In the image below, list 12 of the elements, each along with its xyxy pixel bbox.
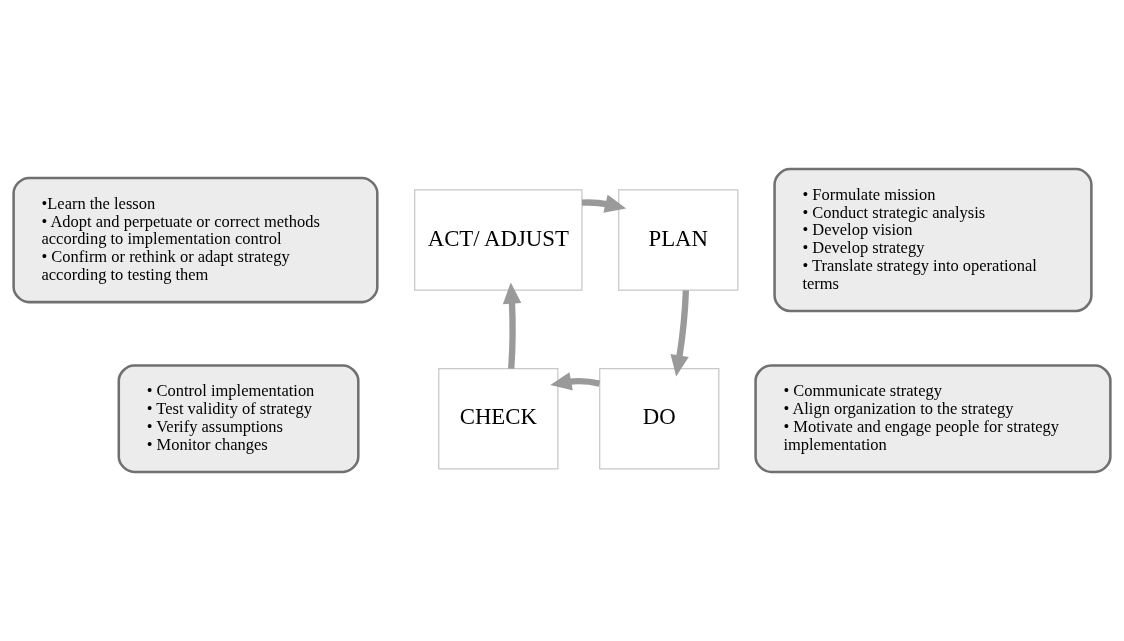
- arrow: [581, 194, 627, 213]
- arrow: [502, 282, 522, 369]
- node-box: • Control implementation • Test validity of strategy • Verify assumptions • Monitor changes: [117, 364, 360, 474]
- arrow: [670, 290, 690, 377]
- node-box: •Learn the lesson • Adopt and perpetuate or correct methods according to implementation control • Confirm or rethink or adapt strategy according to testing them: [12, 176, 379, 304]
- node-box: PLAN: [618, 189, 739, 291]
- node-box: • Communicate strategy • Align organization to the strategy • Motivate and engage people for strategy implementation: [754, 364, 1112, 474]
- node-box: DO: [599, 368, 720, 470]
- node-box: ACT/ ADJUST: [414, 189, 583, 291]
- node-box: • Formulate mission • Conduct strategic analysis • Develop vision • Develop strategy • Translate strategy into operational terms: [773, 167, 1093, 313]
- arrow: [550, 372, 601, 391]
- node-box: CHECK: [438, 368, 559, 470]
